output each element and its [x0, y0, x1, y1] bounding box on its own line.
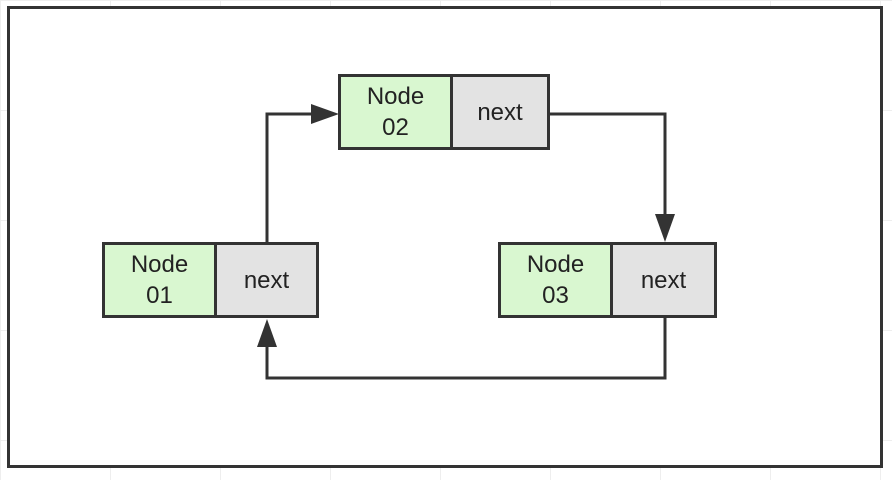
arrowhead-node02	[311, 104, 339, 124]
node-02[interactable]: Node 02 next	[338, 74, 550, 150]
node-01-next-pointer: next	[217, 245, 316, 315]
arrowhead-node01	[257, 319, 277, 347]
node-01[interactable]: Node 01 next	[102, 242, 319, 318]
edge-node02-to-node03	[549, 112, 667, 228]
node-03-next-pointer: next	[613, 245, 714, 315]
edge-node03-to-node01	[265, 318, 667, 380]
node-02-name: Node 02	[341, 77, 453, 147]
node-02-next-pointer: next	[453, 77, 547, 147]
node-03-name: Node 03	[501, 245, 613, 315]
node-03[interactable]: Node 03 next	[498, 242, 717, 318]
node-01-name: Node 01	[105, 245, 217, 315]
arrowhead-node03	[655, 214, 675, 242]
edge-node01-to-node02	[265, 112, 327, 242]
